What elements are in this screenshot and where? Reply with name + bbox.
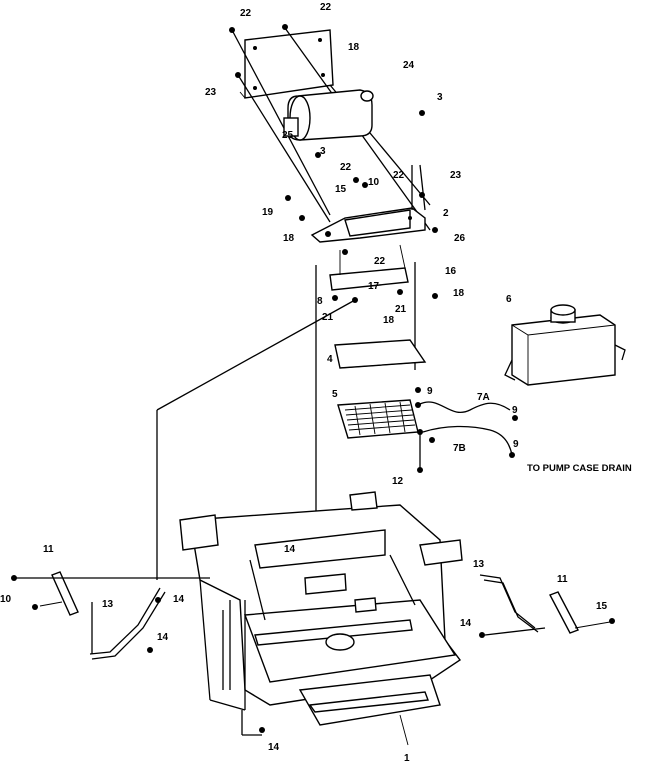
callout-15: 15 — [335, 184, 347, 195]
callout-10: 10 — [0, 594, 12, 605]
callout-21: 21 — [322, 312, 334, 323]
callout-18: 18 — [453, 288, 465, 299]
callout-2: 2 — [443, 208, 449, 219]
callout-22: 22 — [320, 2, 332, 13]
callout-3: 3 — [320, 146, 326, 157]
callout-9: 9 — [512, 405, 518, 416]
left-linkage — [11, 571, 210, 660]
cover-plate — [334, 339, 427, 369]
callout-21: 21 — [395, 304, 407, 315]
callout-23: 23 — [205, 87, 217, 98]
callout-22: 22 — [393, 170, 405, 181]
callout-10: 10 — [368, 177, 380, 188]
callout-16: 16 — [445, 266, 457, 277]
callout-13: 13 — [473, 559, 485, 570]
callout-14: 14 — [268, 742, 280, 753]
callout-26: 26 — [454, 233, 466, 244]
lower-frame — [329, 244, 438, 303]
callout-14: 14 — [173, 594, 185, 605]
callout-22: 22 — [240, 8, 252, 19]
callout-14: 14 — [284, 544, 296, 555]
callout-7a: 7A — [477, 392, 490, 403]
callout-9: 9 — [427, 386, 433, 397]
hydraulic-tank — [504, 304, 626, 386]
callout-3: 3 — [437, 92, 443, 103]
callout-5: 5 — [332, 389, 338, 400]
callout-9: 9 — [513, 439, 519, 450]
main-chassis — [179, 491, 463, 726]
callout-11: 11 — [557, 574, 568, 585]
mounting-bracket — [310, 164, 426, 243]
hoses — [419, 401, 513, 470]
callout-11: 11 — [43, 544, 54, 555]
pump-case-drain-note: TO PUMP CASE DRAIN — [527, 463, 632, 474]
callout-1: 1 — [404, 753, 410, 764]
callout-18: 18 — [348, 42, 360, 53]
right-linkage — [479, 574, 615, 638]
callout-8: 8 — [317, 296, 323, 307]
callout-4: 4 — [327, 354, 333, 365]
hydraulic-cylinder — [283, 89, 374, 141]
callout-7b: 7B — [453, 443, 466, 454]
callout-17: 17 — [368, 281, 380, 292]
callout-12: 12 — [392, 476, 404, 487]
callout-6: 6 — [506, 294, 512, 305]
callout-22: 22 — [340, 162, 352, 173]
callout-22: 22 — [374, 256, 386, 267]
callout-25: 25 — [282, 130, 294, 141]
callout-24: 24 — [403, 60, 415, 71]
fasteners — [229, 24, 518, 746]
callout-15: 15 — [596, 601, 608, 612]
callout-19: 19 — [262, 207, 274, 218]
callout-18: 18 — [283, 233, 295, 244]
callout-13: 13 — [102, 599, 114, 610]
callout-labels: 22 22 18 23 24 3 25 3 22 10 23 15 22 2 1… — [0, 2, 632, 764]
callout-23: 23 — [450, 170, 462, 181]
callout-14: 14 — [460, 618, 472, 629]
callout-18: 18 — [383, 315, 395, 326]
oil-cooler — [337, 399, 423, 439]
top-mounting-plate — [239, 29, 334, 99]
callout-14: 14 — [157, 632, 169, 643]
